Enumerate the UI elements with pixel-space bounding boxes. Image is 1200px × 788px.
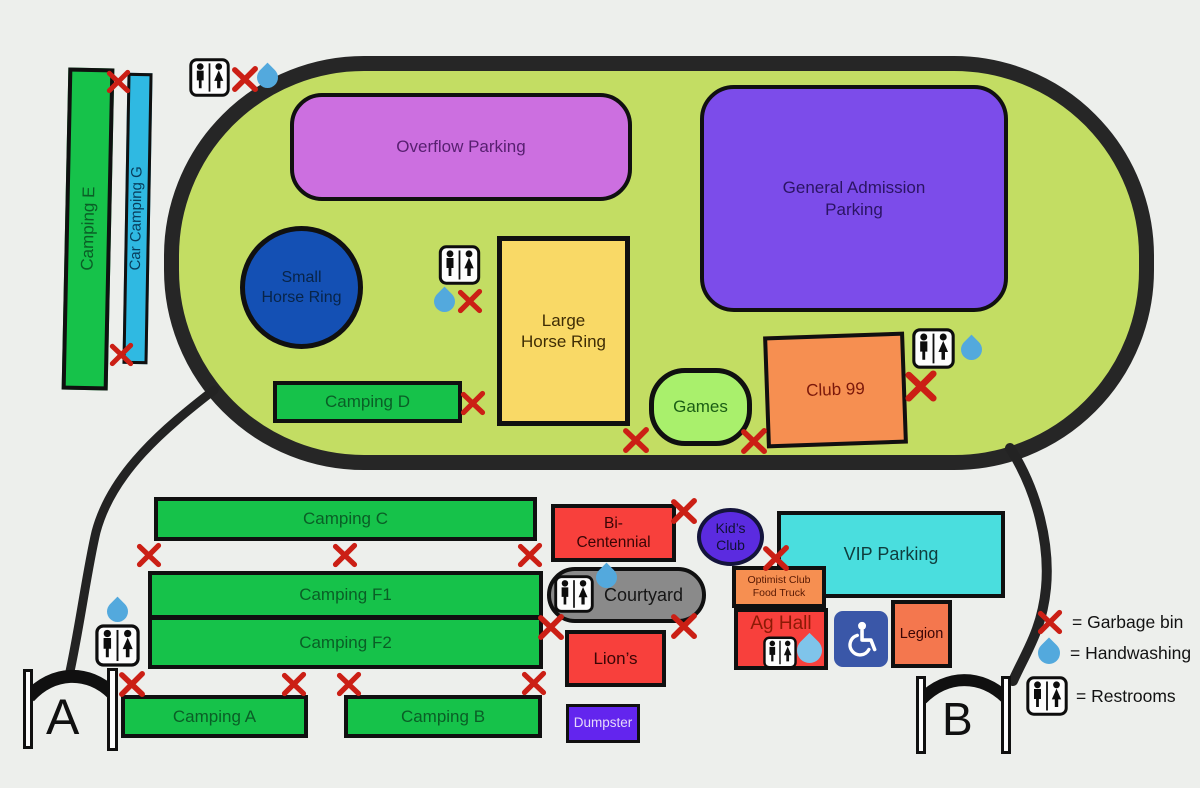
zone-bi-centennial: Bi- Centennial	[551, 504, 676, 562]
garbage-bin-icon	[456, 287, 484, 315]
gate-b-right-post	[1001, 676, 1011, 754]
zone-camping-e: Camping E	[61, 67, 115, 391]
zone-lions: Lion’s	[565, 630, 666, 687]
zone-large-horse-ring: Large Horse Ring	[497, 236, 630, 426]
road-to-gate-a	[64, 385, 219, 681]
zone-camping-c: Camping C	[154, 497, 537, 541]
zone-legion: Legion	[891, 600, 952, 668]
handwashing-icon	[252, 62, 282, 92]
zone-car-camping-g: Car Camping G	[122, 72, 153, 365]
legend-garbage: = Garbage bin	[1036, 608, 1183, 636]
garbage-bin-icon	[739, 426, 769, 456]
wheelchair-icon	[840, 618, 882, 660]
gate-b-left-post	[916, 676, 926, 754]
gate-a-arch	[24, 669, 118, 702]
zone-camping-f1: Camping F1	[148, 571, 543, 619]
handwashing-icon	[1033, 637, 1065, 669]
legend-garbage-label: = Garbage bin	[1072, 611, 1184, 632]
zone-camping-d: Camping D	[273, 381, 462, 423]
handwashing-icon	[791, 632, 827, 668]
restrooms-icon	[189, 58, 230, 97]
zone-small-horse-ring: Small Horse Ring	[240, 226, 363, 349]
gate-a-right-post	[107, 668, 118, 751]
restrooms-icon	[95, 624, 140, 667]
legend-restrooms-label: = Restrooms	[1076, 685, 1176, 706]
handwashing-icon	[102, 596, 132, 626]
gate-b-arch	[917, 674, 1011, 704]
garbage-bin-icon	[135, 541, 163, 569]
garbage-bin-icon	[536, 612, 566, 642]
handwashing-icon	[956, 334, 986, 364]
garbage-bin-icon	[230, 64, 260, 94]
restrooms-icon	[438, 245, 481, 285]
gate-a-left-post	[23, 669, 33, 749]
restrooms-icon	[911, 328, 956, 369]
garbage-bin-icon	[520, 669, 548, 697]
restrooms-icon	[1026, 676, 1068, 716]
legend-handwashing-label: = Handwashing	[1070, 642, 1192, 663]
gate-a-label: A	[46, 689, 80, 745]
garbage-bin-icon	[280, 670, 308, 698]
garbage-bin-icon	[669, 611, 699, 641]
zone-camping-a: Camping A	[121, 695, 308, 738]
legend-handwashing: = Handwashing	[1033, 637, 1192, 669]
garbage-bin-icon	[117, 669, 147, 699]
zone-camping-f2: Camping F2	[148, 616, 543, 669]
zone-kids-club: Kid’s Club	[697, 508, 764, 566]
handwashing-icon	[591, 562, 621, 592]
gate-b-label: B	[942, 693, 973, 745]
zone-general-admission-parking: General Admission Parking	[700, 85, 1008, 312]
zone-overflow-parking: Overflow Parking	[290, 93, 632, 201]
garbage-bin-icon	[105, 68, 132, 95]
zone-club-99: Club 99	[763, 331, 908, 449]
restrooms-icon	[554, 573, 594, 615]
garbage-bin-icon	[761, 543, 791, 573]
accessible-parking-sign	[834, 611, 888, 667]
garbage-bin-icon	[903, 368, 939, 404]
garbage-bin-icon	[621, 425, 651, 455]
zone-camping-b: Camping B	[344, 695, 542, 738]
zone-optimist-club-food-truck: Optimist Club Food Truck	[732, 566, 826, 608]
garbage-bin-icon	[335, 670, 363, 698]
road-to-gate-b	[1005, 443, 1052, 686]
garbage-bin-icon	[108, 341, 135, 368]
garbage-bin-icon	[331, 541, 359, 569]
zone-games: Games	[649, 368, 752, 446]
garbage-bin-icon	[669, 496, 699, 526]
legend-restrooms: = Restrooms	[1026, 676, 1176, 716]
handwashing-icon	[429, 286, 459, 316]
zone-dumpster: Dumpster	[566, 704, 640, 743]
garbage-bin-icon	[516, 541, 544, 569]
garbage-bin-icon	[459, 389, 487, 417]
garbage-bin-icon	[1036, 608, 1064, 636]
restrooms-icon	[763, 636, 797, 669]
